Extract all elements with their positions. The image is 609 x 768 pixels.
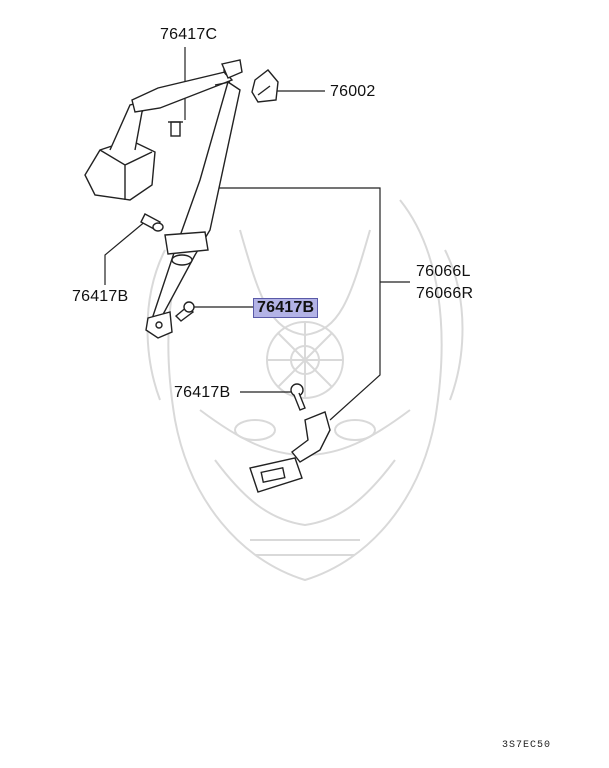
leader-lines: [104, 47, 410, 421]
label-76417c[interactable]: 76417C: [160, 26, 218, 43]
label-76417b-highlighted[interactable]: 76417B: [253, 298, 319, 318]
label-76417b-lower[interactable]: 76417B: [174, 384, 231, 401]
belt-retractor: [84, 98, 156, 201]
cover-76002-shape: [251, 69, 279, 103]
bolt-mid-shape: [174, 301, 195, 322]
label-76417b-left[interactable]: 76417B: [72, 288, 129, 305]
lower-anchor-plate: [145, 311, 173, 339]
bolt-left-shape: [140, 213, 164, 232]
belt-webbing: [148, 80, 241, 327]
diagram-code: 3S7EC50: [502, 740, 552, 751]
buckle-assembly: [249, 411, 331, 493]
label-76066l[interactable]: 76066L: [416, 263, 471, 280]
belt-guide-clip: [164, 231, 209, 266]
watermark-emblem: [146, 199, 464, 582]
upper-anchor-bar: [131, 59, 243, 113]
bolt-upper-shape: [168, 121, 183, 137]
label-76066r[interactable]: 76066R: [416, 285, 474, 302]
label-76002[interactable]: 76002: [330, 83, 376, 100]
bracket-76066: [210, 187, 410, 421]
leader-76417b-left: [104, 219, 148, 285]
bolt-lower-shape: [290, 383, 306, 411]
